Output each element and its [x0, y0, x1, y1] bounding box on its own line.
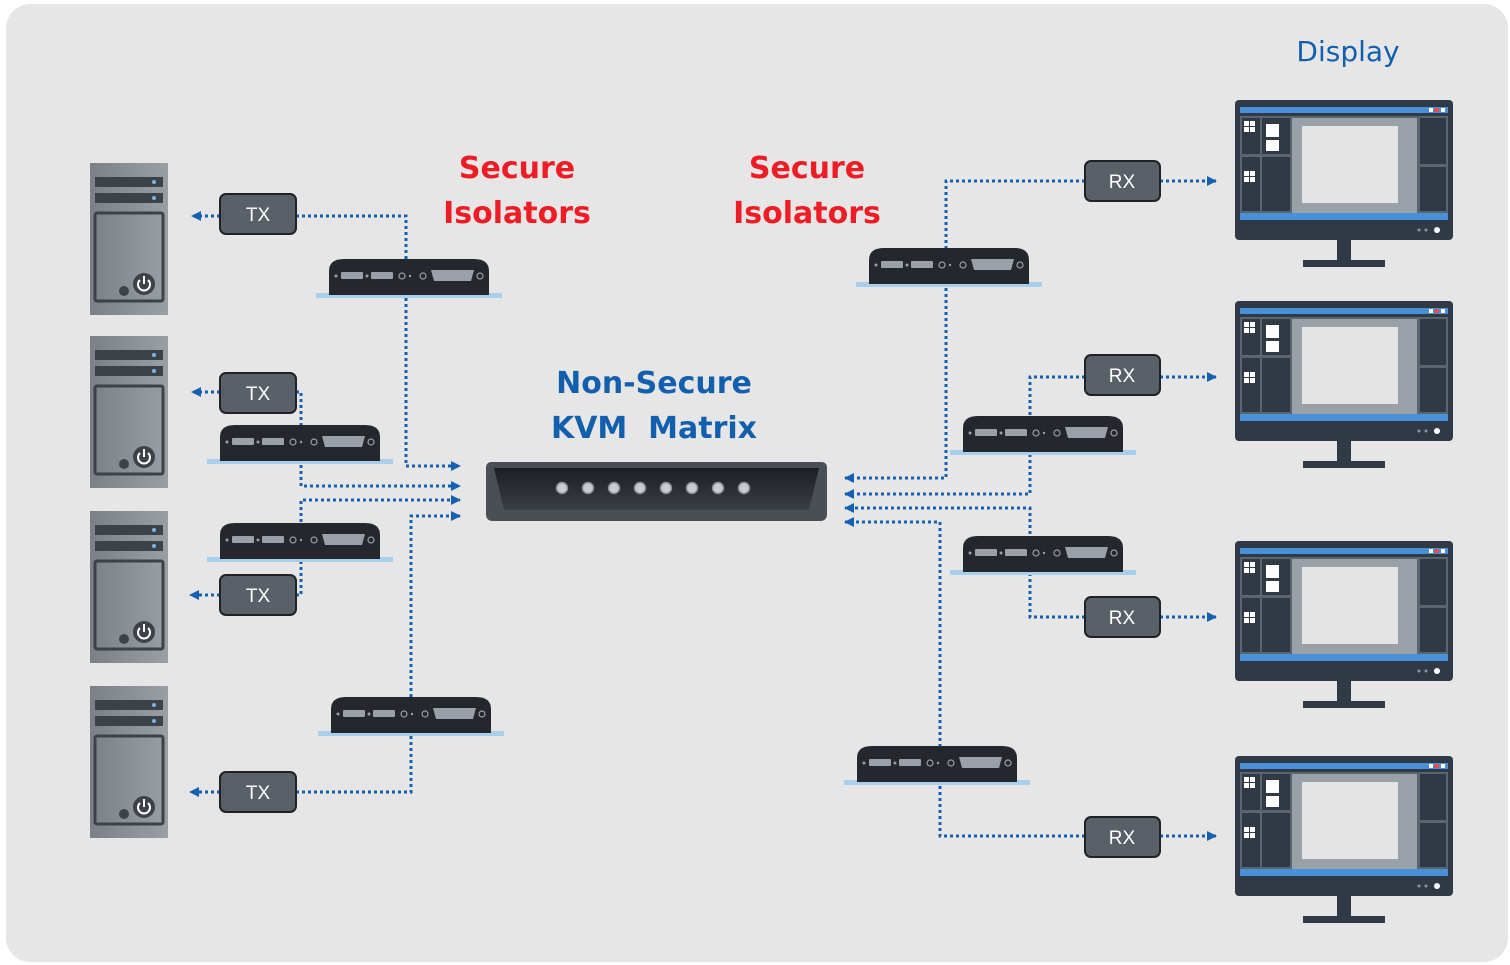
display-monitor-icon: [1235, 756, 1453, 923]
rx-box: RX: [1084, 816, 1161, 858]
kvm-matrix-title-line2: KVM Matrix: [551, 411, 757, 446]
secure-isolator-icon: [950, 415, 1136, 456]
display-monitor-icon: [1235, 100, 1453, 267]
secure-isolator-icon: [207, 424, 393, 465]
connection-line: [296, 214, 461, 471]
rx-box: RX: [1084, 160, 1161, 202]
secure-isolator-icon: [318, 696, 504, 737]
secure-isolator-icon: [950, 535, 1136, 576]
kvm-matrix-device: [486, 462, 827, 521]
tx-label: TX: [246, 586, 271, 607]
tx-box: TX: [219, 574, 297, 616]
connection-lines: [189, 176, 1217, 841]
connection-line: [296, 495, 461, 597]
secure-isolators-right-line2: Isolators: [733, 196, 881, 231]
secure-isolators-left-line1: Secure: [459, 151, 575, 186]
connection-line: [296, 511, 461, 794]
tx-box: TX: [219, 193, 297, 235]
secure-isolator-icon: [207, 522, 393, 563]
tx-box: TX: [219, 372, 297, 414]
connection-line: [296, 390, 461, 491]
tx-label: TX: [246, 205, 271, 226]
tx-box: TX: [219, 771, 297, 813]
pc-tower-icon: [90, 686, 168, 838]
connection-line: [844, 179, 1085, 483]
display-monitor-icon: [1235, 541, 1453, 708]
rx-box: RX: [1084, 354, 1161, 396]
rx-box: RX: [1084, 596, 1161, 638]
secure-isolator-icon: [316, 258, 502, 299]
rx-label: RX: [1109, 608, 1136, 629]
pc-tower-icon: [90, 163, 168, 315]
pc-tower-icon: [90, 511, 168, 663]
rx-label: RX: [1109, 828, 1136, 849]
connection-line: [844, 517, 1085, 838]
connection-line: [844, 375, 1085, 499]
rx-label: RX: [1109, 366, 1136, 387]
tx-label: TX: [246, 384, 271, 405]
rx-label: RX: [1109, 172, 1136, 193]
tx-label: TX: [246, 783, 271, 804]
secure-isolator-icon: [844, 745, 1030, 786]
secure-isolators-left-line2: Isolators: [443, 196, 591, 231]
kvm-matrix-title-line1: Non-Secure: [556, 366, 752, 401]
display-heading: Display: [1296, 35, 1399, 68]
display-monitor-icon: [1235, 301, 1453, 468]
pc-tower-icon: [90, 336, 168, 488]
secure-isolator-icon: [856, 247, 1042, 288]
secure-isolators-right-line1: Secure: [749, 151, 865, 186]
